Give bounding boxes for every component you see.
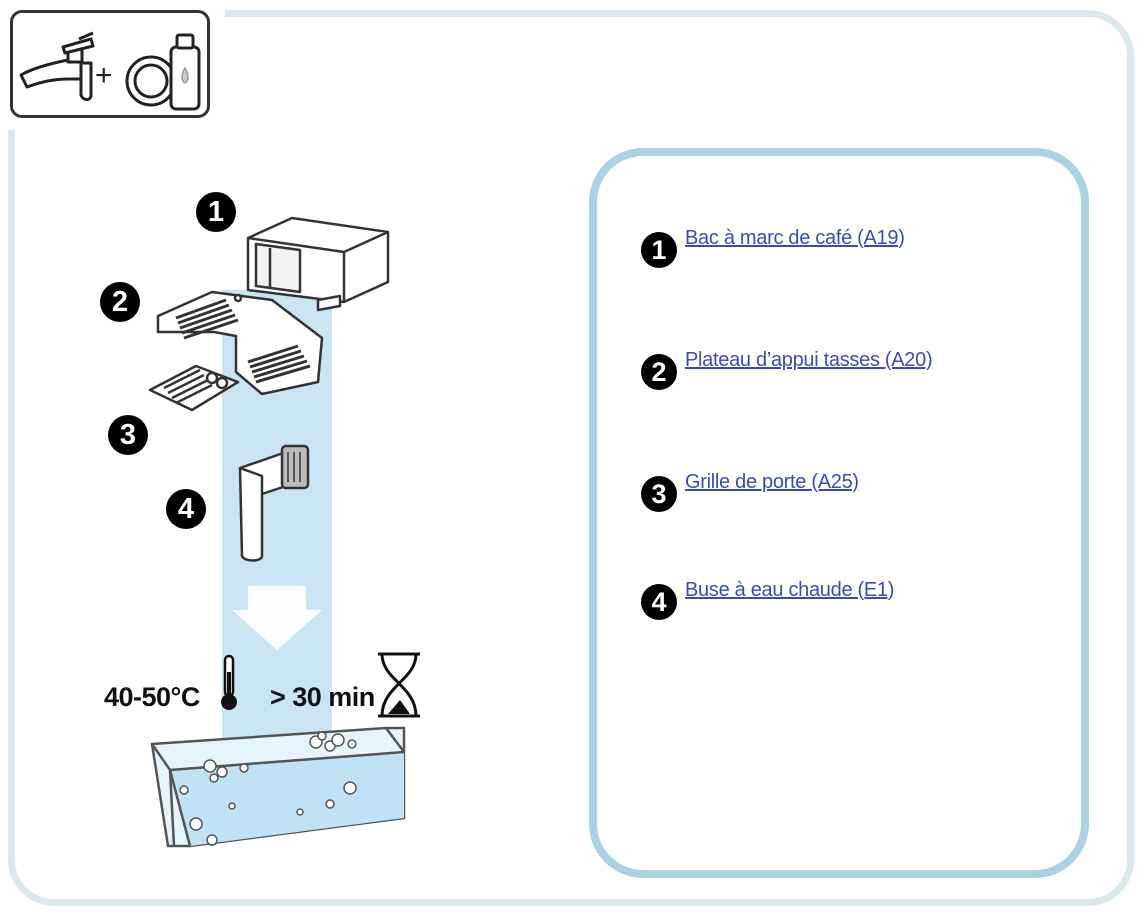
cup-tray-link[interactable]: Plateau d’appui tasses (A20)	[685, 348, 933, 371]
outer-frame	[8, 10, 1134, 906]
duration-label: > 30 min	[270, 682, 375, 712]
door-grille-link[interactable]: Grille de porte (A25)	[685, 470, 859, 493]
down-arrow-icon	[232, 586, 322, 650]
soak-scene	[148, 216, 420, 848]
bubbles	[179, 731, 357, 846]
thermometer-icon	[221, 654, 237, 710]
legend-number-3: 3	[641, 476, 677, 512]
legend-number-4: 4	[641, 584, 677, 620]
legend-item-cup-tray: 2 Plateau d’appui tasses (A20)	[641, 342, 933, 390]
faucet-icon	[19, 31, 95, 101]
hot-water-nozzle-link[interactable]: Buse à eau chaude (E1)	[685, 578, 895, 601]
grounds-container-link[interactable]: Bac à marc de café (A19)	[685, 226, 905, 249]
cup-tray-part	[156, 290, 324, 396]
tap-water-and-dish-soap-icon: +	[10, 10, 210, 118]
legend-item-door-grille: 3 Grille de porte (A25)	[641, 464, 859, 512]
water-tub	[150, 726, 406, 848]
hot-water-nozzle-part	[238, 444, 310, 562]
temperature-label: 40-50°C	[104, 682, 200, 712]
badge-4: 4	[166, 489, 206, 529]
legend-number-2: 2	[641, 354, 677, 390]
plus-sign: +	[95, 59, 113, 92]
badge-3: 3	[108, 415, 148, 455]
badge-1: 1	[196, 192, 236, 232]
legend-number-1: 1	[641, 232, 677, 268]
legend-item-grounds-container: 1 Bac à marc de café (A19)	[641, 220, 905, 268]
door-grille-part	[148, 364, 240, 412]
legend-panel: 1 Bac à marc de café (A19) 2 Plateau d’a…	[589, 148, 1089, 878]
legend-item-hot-water-nozzle: 4 Buse à eau chaude (E1)	[641, 572, 894, 620]
badge-2: 2	[100, 282, 140, 322]
grounds-container-part	[246, 216, 390, 312]
hourglass-icon	[378, 652, 420, 718]
detergent-bottle-icon	[169, 33, 201, 111]
